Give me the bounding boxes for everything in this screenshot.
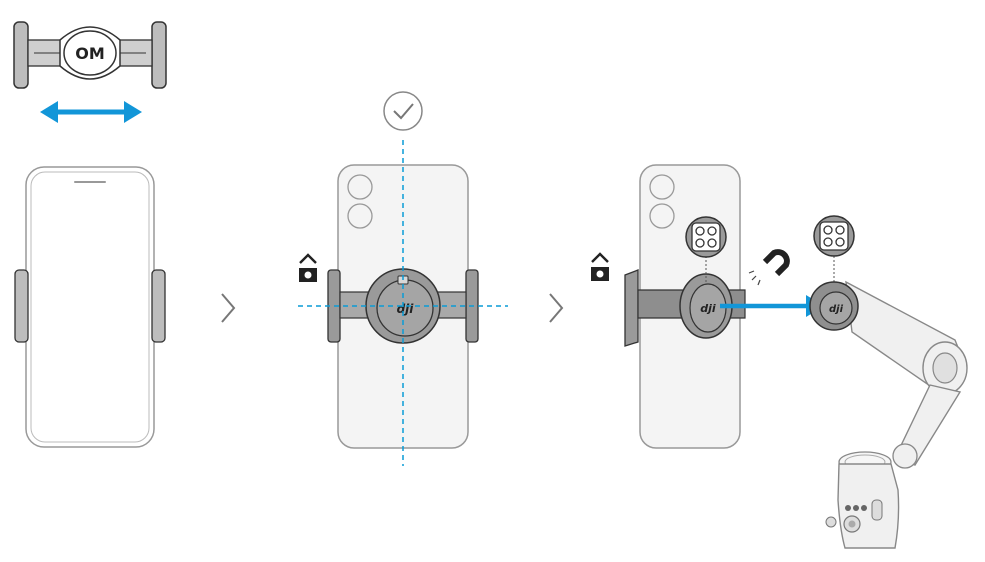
camera-home-icon <box>591 252 609 281</box>
clamp-logo-text: OM <box>75 44 105 63</box>
phone-front <box>14 166 166 448</box>
check-icon <box>383 91 423 131</box>
side-pad-left <box>14 269 29 343</box>
gimbal-logo: dji <box>829 304 844 315</box>
side-pad-right <box>151 269 166 343</box>
magnet-icon <box>748 249 790 286</box>
camera-lens-bottom <box>347 203 373 229</box>
mount-logo-small: dji <box>700 302 716 315</box>
width-adjust-arrow <box>40 101 142 123</box>
magnet-pad-detail-right <box>813 215 855 282</box>
chevron-right-icon <box>549 293 564 323</box>
camera-home-icon <box>299 253 317 282</box>
camera-lens-top <box>347 174 373 200</box>
alignment-guides <box>298 140 508 466</box>
gimbal: dji <box>809 280 968 549</box>
magnet-pad-detail-left <box>685 216 727 282</box>
phone-clamp-top: OM <box>13 21 167 89</box>
mount-logo: dji <box>397 302 415 316</box>
chevron-right-icon <box>221 293 236 323</box>
